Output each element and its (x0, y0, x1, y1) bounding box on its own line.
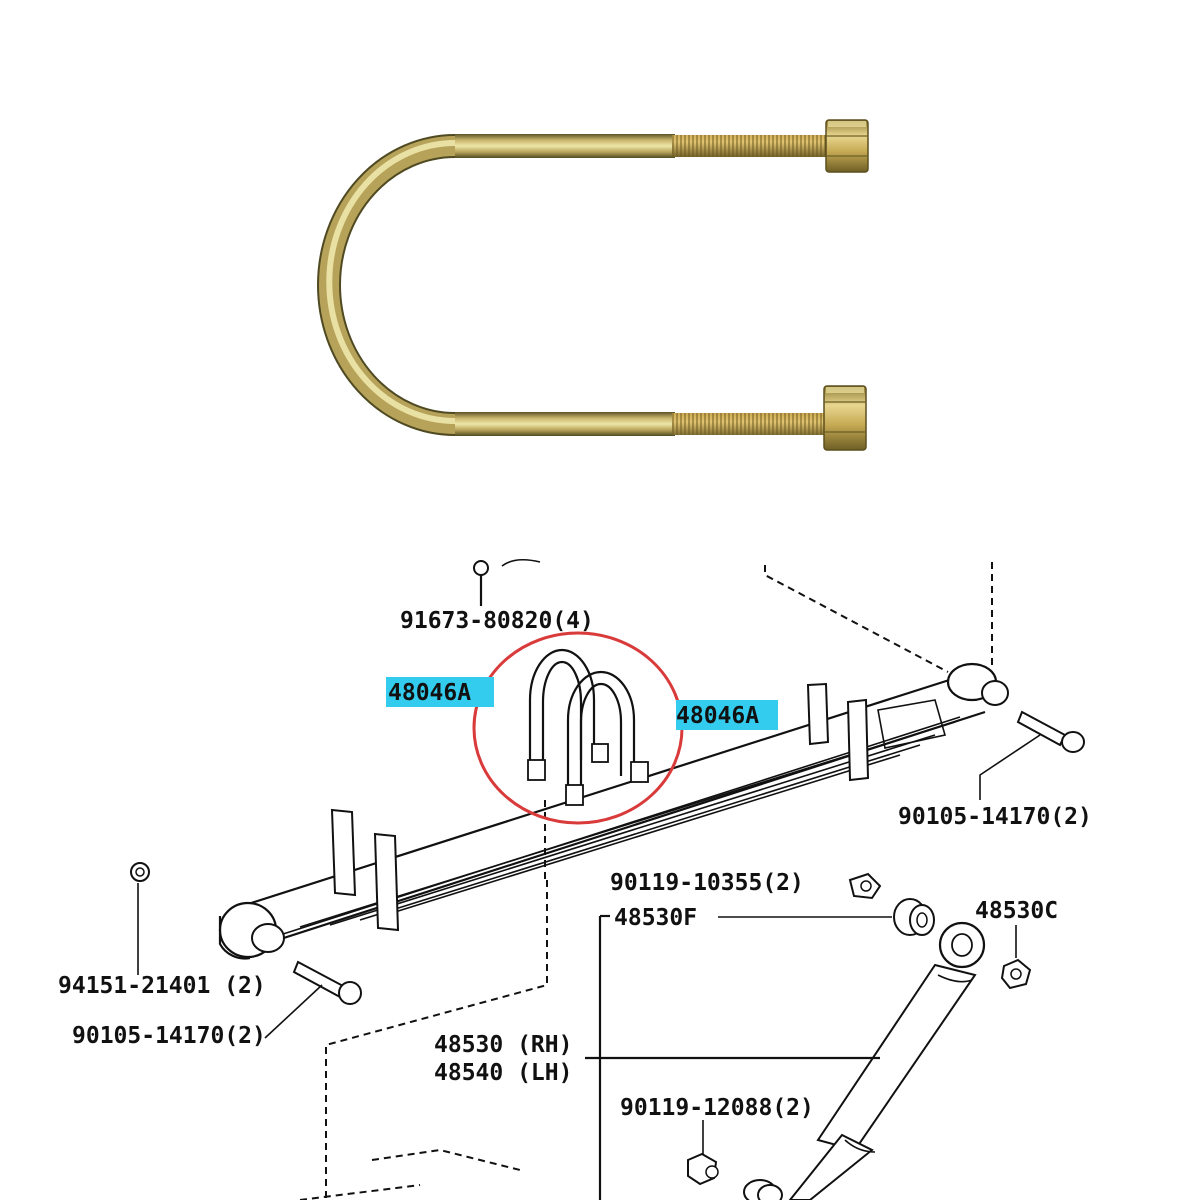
label-highlight-left (386, 677, 494, 707)
label-shock-c: 48530C (975, 898, 1058, 924)
label-shock-rh: 48530 (RH) (434, 1032, 572, 1058)
bolt-bottom-icon (687, 1120, 783, 1200)
label-shock-lh: 48540 (LH) (434, 1060, 572, 1086)
nut-top (825, 119, 869, 173)
u-bolt-bottom-thread (672, 413, 830, 435)
u-bolt-top-rod (455, 134, 675, 158)
exploded-diagram: 91673-80820(4) 48046A 48046A 90105-14170… (58, 558, 1092, 1200)
label-bolt-right: 90105-14170(2) (898, 804, 1092, 830)
shock-nut-c-icon (1000, 925, 1032, 990)
u-bolt-bend (317, 134, 672, 436)
u-bolt-diagram (527, 648, 649, 806)
leaf-spring (218, 662, 1009, 960)
nut-bottom (823, 385, 867, 451)
label-bolt-top: 91673-80820(4) (400, 608, 594, 634)
label-bolt-left: 90105-14170(2) (72, 1023, 266, 1049)
bolt-top-icon (473, 558, 541, 606)
label-bolt-bottom: 90119-12088(2) (620, 1095, 814, 1121)
label-highlight-right (676, 700, 778, 730)
label-ubolt-left: 48046A (388, 680, 471, 706)
u-bolt-photo (317, 119, 869, 451)
label-ubolt-right: 48046A (676, 703, 759, 729)
label-shock-f: 48530F (614, 905, 697, 931)
u-bolt-top-thread (672, 135, 830, 157)
bolt-left-icon (264, 960, 362, 1039)
nut-shock-icon (848, 872, 882, 900)
leader-lines (585, 914, 892, 1200)
spring-clips (330, 682, 947, 932)
u-bolt-bottom-rod (455, 412, 675, 436)
shock-bushing-icon (893, 898, 935, 936)
bushing-left-icon (130, 862, 150, 975)
shock-absorber-icon (788, 921, 986, 1200)
bolt-right-icon (979, 710, 1085, 800)
label-nut-shock: 90119-10355(2) (610, 870, 804, 896)
dashed-frame-lower (325, 880, 548, 1200)
label-bushing-left: 94151-21401 (2) (58, 973, 266, 999)
dashed-frame-upper (764, 565, 949, 673)
